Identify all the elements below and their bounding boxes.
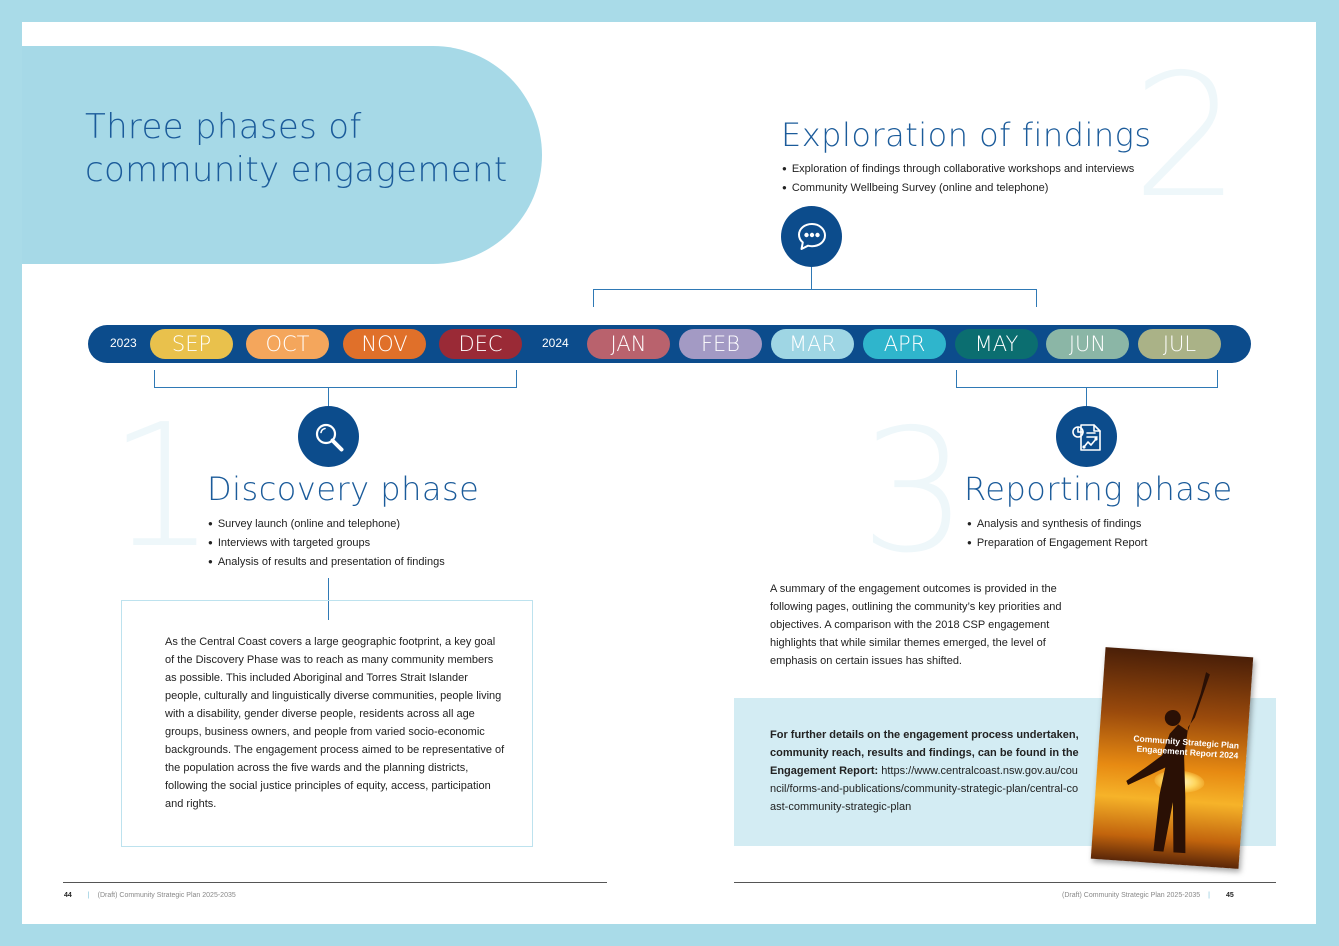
- discovery-bullet: Interviews with targeted groups: [208, 534, 445, 553]
- discovery-bracket: [154, 370, 517, 388]
- discovery-connector: [328, 388, 329, 406]
- discovery-paragraph: As the Central Coast covers a large geog…: [165, 636, 505, 810]
- exploration-bullet: Exploration of findings through collabor…: [782, 160, 1134, 179]
- engagement-report-link[interactable]: https://www.centralcoast.nsw.gov.au/coun…: [770, 765, 1079, 813]
- reporting-bullets: Analysis and synthesis of findings Prepa…: [967, 515, 1148, 553]
- footer-rule-right: [734, 882, 1276, 883]
- year-label: 2024: [542, 336, 569, 350]
- report-chart-icon: [1056, 406, 1117, 467]
- page-title-line-2: community engagement: [85, 150, 508, 190]
- reporting-connector: [1086, 388, 1087, 406]
- page-number-right: 45: [1225, 892, 1234, 899]
- exploration-bracket: [593, 289, 1037, 307]
- speech-bubble-icon: [781, 206, 842, 267]
- reporting-bullet: Preparation of Engagement Report: [967, 534, 1148, 553]
- page-title-line-1: Three phases of: [85, 107, 362, 147]
- summary-paragraph: A summary of the engagement outcomes is …: [770, 583, 1062, 667]
- month-mar: MAR: [771, 329, 854, 359]
- month-dec: DEC: [439, 329, 522, 359]
- footer-left-text: (Draft) Community Strategic Plan 2025-20…: [97, 892, 236, 899]
- month-jan: JAN: [587, 329, 670, 359]
- year-label: 2023: [110, 336, 137, 350]
- title-banner: [22, 46, 542, 264]
- month-nov: NOV: [343, 329, 426, 359]
- footer-right: (Draft) Community Strategic Plan 2025-20…: [1062, 892, 1234, 899]
- phase-3-number: 3: [860, 393, 969, 591]
- month-apr: APR: [863, 329, 946, 359]
- discovery-bullets: Survey launch (online and telephone) Int…: [208, 515, 445, 572]
- engagement-report-cover-image: Community Strategic Plan Engagement Repo…: [1090, 647, 1254, 869]
- person-silhouette: [1126, 672, 1210, 854]
- timeline-bar: 2023 2024 SEP OCT NOV DEC JAN FEB MAR AP…: [88, 325, 1251, 363]
- page-number-left: 44: [64, 892, 72, 899]
- month-oct: OCT: [246, 329, 329, 359]
- footer-rule-left: [63, 882, 607, 883]
- discovery-bullet: Analysis of results and presentation of …: [208, 553, 445, 572]
- magnifying-glass-icon: [298, 406, 359, 467]
- month-jul: JUL: [1138, 329, 1221, 359]
- page-title: Three phases of community engagement: [85, 106, 507, 192]
- discovery-box-connector: [328, 578, 329, 620]
- reporting-phase-title: Reporting phase: [964, 470, 1233, 508]
- document-spread: Three phases of community engagement 1 2…: [22, 22, 1316, 924]
- footer-right-text: (Draft) Community Strategic Plan 2025-20…: [1062, 892, 1201, 899]
- phase-2-number: 2: [1132, 38, 1241, 236]
- details-paragraph: For further details on the engagement pr…: [770, 726, 1080, 816]
- phase-1-number: 1: [108, 388, 217, 586]
- month-jun: JUN: [1046, 329, 1129, 359]
- discovery-phase-title: Discovery phase: [207, 470, 480, 508]
- reporting-bullet: Analysis and synthesis of findings: [967, 515, 1147, 534]
- exploration-connector: [811, 267, 812, 289]
- month-sep: SEP: [150, 329, 233, 359]
- discovery-text-box: As the Central Coast covers a large geog…: [121, 600, 533, 847]
- month-feb: FEB: [679, 329, 762, 359]
- reporting-bracket: [956, 370, 1218, 388]
- footer-left: 44|(Draft) Community Strategic Plan 2025…: [64, 892, 236, 899]
- exploration-phase-title: Exploration of findings: [781, 116, 1152, 154]
- exploration-bullet: Community Wellbeing Survey (online and t…: [782, 179, 1134, 198]
- details-bold-text: For further details on the engagement pr…: [770, 729, 1079, 777]
- exploration-bullets: Exploration of findings through collabor…: [782, 160, 1134, 198]
- discovery-bullet: Survey launch (online and telephone): [208, 515, 445, 534]
- month-may: MAY: [955, 329, 1038, 359]
